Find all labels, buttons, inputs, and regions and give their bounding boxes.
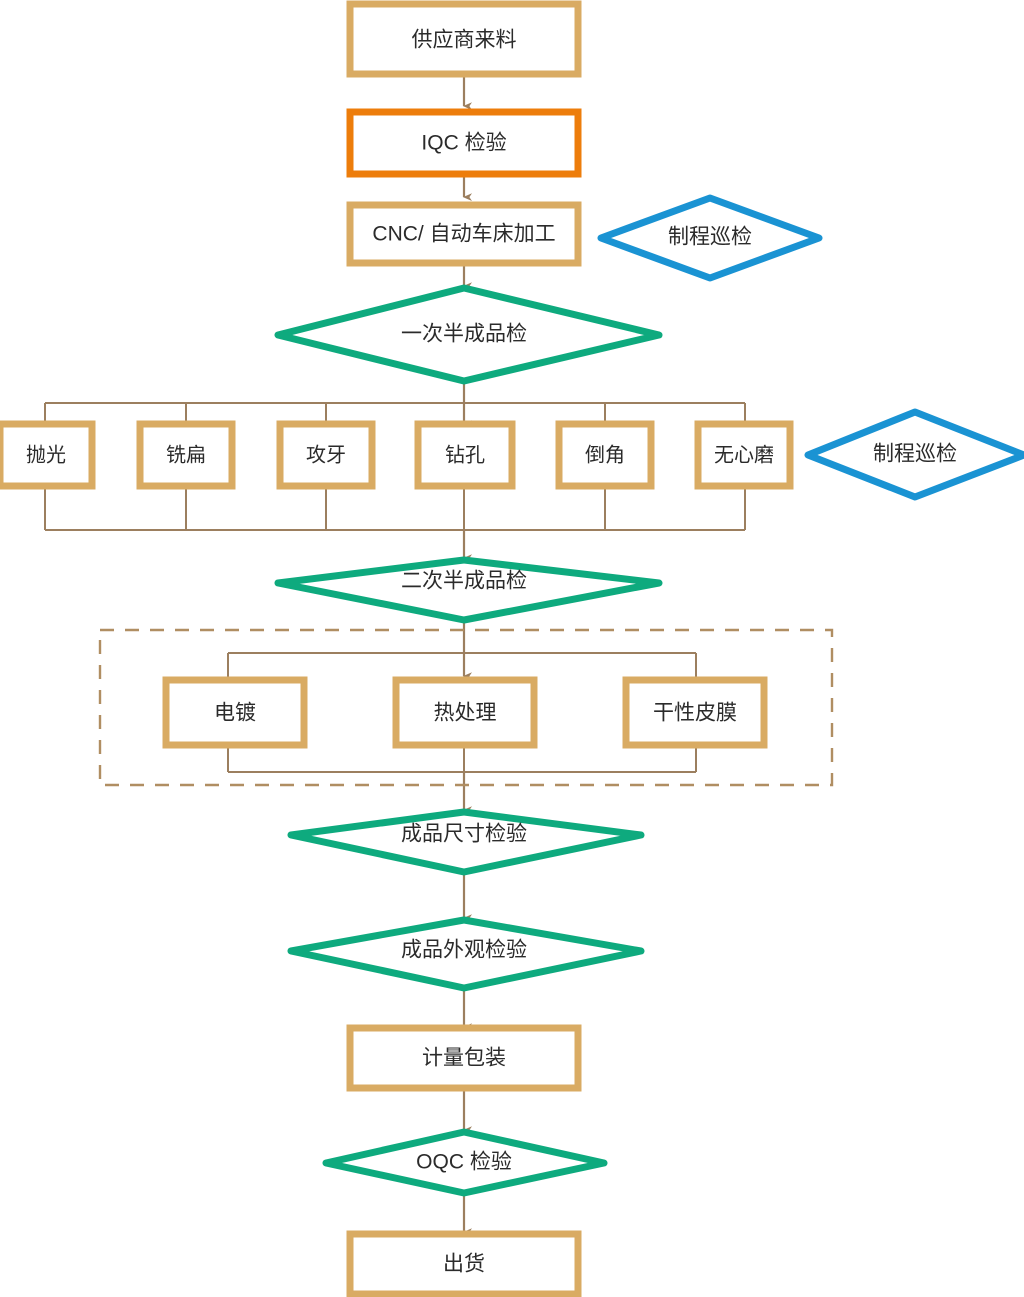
node-metering-packaging-label: 计量包装 <box>422 1047 506 1070</box>
node-drilling-label: 钻孔 <box>445 443 485 466</box>
node-polishing[interactable]: 抛光 <box>0 420 96 490</box>
node-oqc-inspection-label: OQC 检验 <box>416 1151 512 1174</box>
node-heat-treatment-label: 热处理 <box>434 702 497 725</box>
machining-branch-row: 抛光 铣扁 攻牙 钻孔 倒角 无心磨 <box>0 420 794 490</box>
node-patrol-inspection-2[interactable]: 制程巡检 <box>804 408 1024 501</box>
node-shipment-label: 出货 <box>443 1253 485 1276</box>
node-polishing-label: 抛光 <box>26 443 66 466</box>
node-milling-flat-label: 铣扁 <box>166 443 206 466</box>
node-iqc-inspection-label: IQC 检验 <box>421 132 506 155</box>
node-metering-packaging[interactable]: 计量包装 <box>346 1024 582 1092</box>
node-second-semi-finished-check[interactable]: 二次半成品检 <box>274 556 663 624</box>
node-drilling[interactable]: 钻孔 <box>414 420 516 490</box>
node-tapping-label: 攻牙 <box>306 443 346 466</box>
node-centerless-grinding[interactable]: 无心磨 <box>694 420 794 490</box>
surface-branch-bottom-rail <box>227 745 697 773</box>
node-chamfering-label: 倒角 <box>585 443 625 466</box>
node-patrol-inspection-1[interactable]: 制程巡检 <box>597 194 823 282</box>
node-finished-dimension-check[interactable]: 成品尺寸检验 <box>287 808 645 876</box>
node-first-semi-finished-check-label: 一次半成品检 <box>401 323 527 346</box>
node-shipment[interactable]: 出货 <box>346 1230 582 1297</box>
node-milling-flat[interactable]: 铣扁 <box>136 420 236 490</box>
node-first-semi-finished-check[interactable]: 一次半成品检 <box>274 284 663 385</box>
node-finished-appearance-check[interactable]: 成品外观检验 <box>287 916 645 992</box>
node-electroplating[interactable]: 电镀 <box>162 676 308 749</box>
node-oqc-inspection[interactable]: OQC 检验 <box>322 1128 608 1197</box>
node-cnc-machining[interactable]: CNC/ 自动车床加工 <box>346 201 582 267</box>
node-patrol-inspection-1-label: 制程巡检 <box>668 226 752 249</box>
surface-branch-top-rail <box>227 652 697 680</box>
machining-branch-bottom-rail <box>44 486 746 531</box>
node-dry-film[interactable]: 干性皮膜 <box>622 676 768 749</box>
node-tapping[interactable]: 攻牙 <box>276 420 376 490</box>
node-incoming-material-label: 供应商来料 <box>412 29 517 52</box>
node-centerless-grinding-label: 无心磨 <box>714 443 774 466</box>
node-incoming-material[interactable]: 供应商来料 <box>346 0 582 78</box>
node-chamfering[interactable]: 倒角 <box>555 420 655 490</box>
node-finished-appearance-check-label: 成品外观检验 <box>401 939 527 962</box>
node-dry-film-label: 干性皮膜 <box>653 702 737 725</box>
node-finished-dimension-check-label: 成品尺寸检验 <box>401 823 527 846</box>
node-electroplating-label: 电镀 <box>214 702 256 725</box>
surface-treatment-row: 电镀 热处理 干性皮膜 <box>162 676 768 749</box>
node-iqc-inspection[interactable]: IQC 检验 <box>346 108 582 178</box>
node-second-semi-finished-check-label: 二次半成品检 <box>401 570 527 593</box>
node-patrol-inspection-2-label: 制程巡检 <box>873 443 957 466</box>
surface-treatment-group-box <box>98 628 834 787</box>
node-heat-treatment[interactable]: 热处理 <box>392 676 538 749</box>
node-cnc-machining-label: CNC/ 自动车床加工 <box>372 223 555 246</box>
